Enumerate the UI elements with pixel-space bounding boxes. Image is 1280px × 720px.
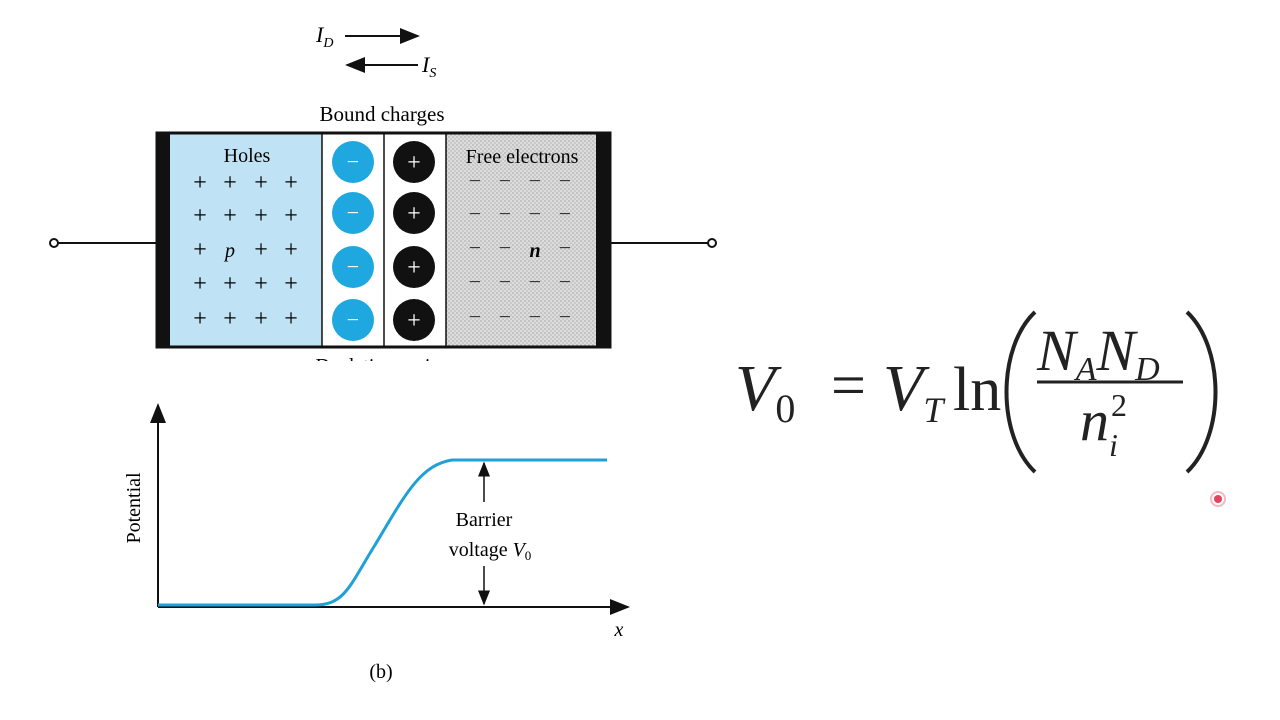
hole-mark: +: [193, 271, 207, 297]
right-contact: [596, 133, 610, 347]
potential-axis-label: Potential: [123, 472, 145, 544]
negative-ion: [332, 192, 374, 234]
p-region: [170, 133, 322, 347]
bound-charges-label: Bound charges: [319, 102, 444, 126]
electron-mark: −: [529, 304, 541, 329]
hole-mark: +: [223, 271, 237, 297]
formula-lhs: V0: [735, 352, 795, 431]
electron-mark: −: [559, 235, 571, 260]
electron-mark: −: [469, 304, 481, 329]
formula-thermal-voltage: VT: [883, 352, 946, 430]
potential-plot: Potential x Barrier voltage V0 (b): [123, 403, 630, 683]
formula-equals: =: [831, 352, 866, 420]
depletion-region-label: Depletion region: [316, 355, 451, 377]
electron-mark: −: [469, 168, 481, 193]
figure-caption: (b): [369, 661, 392, 683]
negative-ion: [332, 141, 374, 183]
hole-mark: +: [193, 306, 207, 332]
drift-current-label: ID: [315, 22, 333, 51]
hole-mark: +: [223, 203, 237, 229]
hole-mark: +: [284, 203, 298, 229]
electron-mark: −: [499, 304, 511, 329]
electron-mark: −: [499, 235, 511, 260]
n-type-label: n: [529, 240, 540, 262]
hole-mark: +: [193, 203, 207, 229]
formula-ln: ln: [953, 356, 1001, 424]
positive-ion-sign: +: [407, 255, 421, 281]
electron-mark: −: [469, 235, 481, 260]
negative-ion-sign: −: [347, 200, 359, 225]
formula-numerator: NAND: [1036, 318, 1160, 388]
electron-mark: −: [469, 269, 481, 294]
barrier-label-line1: Barrier: [456, 509, 513, 531]
electron-mark: −: [559, 269, 571, 294]
hole-mark: +: [193, 170, 207, 196]
electron-mark: −: [529, 201, 541, 226]
positive-ion-sign: +: [407, 308, 421, 334]
negative-ion: [332, 246, 374, 288]
n-region: [446, 133, 596, 347]
hole-mark: +: [284, 170, 298, 196]
junction-body: Holes Free electrons +++++++++p+++++++++…: [155, 131, 612, 349]
hole-mark: +: [254, 306, 268, 332]
right-terminal: [707, 238, 717, 248]
holes-grid: + + + + + + + + + p + + + + + + + + + +: [193, 170, 298, 332]
holes-label: Holes: [224, 145, 271, 167]
drift-current-indicator: ID: [315, 22, 420, 51]
x-axis-label: x: [614, 619, 624, 641]
hole-mark: +: [254, 271, 268, 297]
p-type-label: p: [223, 240, 235, 262]
negative-ion-sign: −: [347, 307, 359, 332]
left-contact: [157, 133, 170, 347]
free-electrons-label: Free electrons: [466, 146, 579, 168]
barrier-label-line2: voltage V0: [449, 539, 532, 563]
potential-curve: [158, 458, 607, 607]
hole-mark: +: [284, 237, 298, 263]
hole-mark: +: [284, 271, 298, 297]
positive-ion: [393, 192, 435, 234]
negative-ion-sign: −: [347, 254, 359, 279]
laser-pointer-glow: [1210, 491, 1226, 507]
hole-mark: +: [193, 237, 207, 263]
electrons-grid: −−−−−−−−−−n−−−−−−−−−: [469, 168, 571, 329]
positive-ion: [393, 299, 435, 341]
hole-mark: +: [223, 170, 237, 196]
negative-ion-sign: −: [347, 149, 359, 174]
ion-column: − + − + − + − +: [332, 141, 435, 341]
diffusion-current-label: IS: [421, 52, 436, 81]
electron-mark: −: [529, 168, 541, 193]
formula-left-paren: [1004, 310, 1037, 474]
positive-ion-sign: +: [407, 201, 421, 227]
electron-mark: −: [499, 168, 511, 193]
laser-pointer-dot: [1214, 495, 1222, 503]
electron-mark: −: [469, 201, 481, 226]
positive-ion: [393, 246, 435, 288]
hole-mark: +: [284, 306, 298, 332]
electron-mark: −: [559, 168, 571, 193]
diffusion-current-indicator: IS: [345, 52, 436, 81]
electron-mark: −: [499, 269, 511, 294]
positive-ion-sign: +: [407, 150, 421, 176]
hole-mark: +: [254, 203, 268, 229]
formula-right-paren: [1185, 310, 1218, 474]
hole-mark: +: [254, 237, 268, 263]
hole-mark: +: [223, 306, 237, 332]
positive-ion: [393, 141, 435, 183]
electron-mark: −: [559, 201, 571, 226]
electron-mark: −: [529, 269, 541, 294]
left-terminal: [49, 238, 59, 248]
electron-mark: −: [559, 304, 571, 329]
negative-ion: [332, 299, 374, 341]
hole-mark: +: [254, 170, 268, 196]
electron-mark: −: [499, 201, 511, 226]
